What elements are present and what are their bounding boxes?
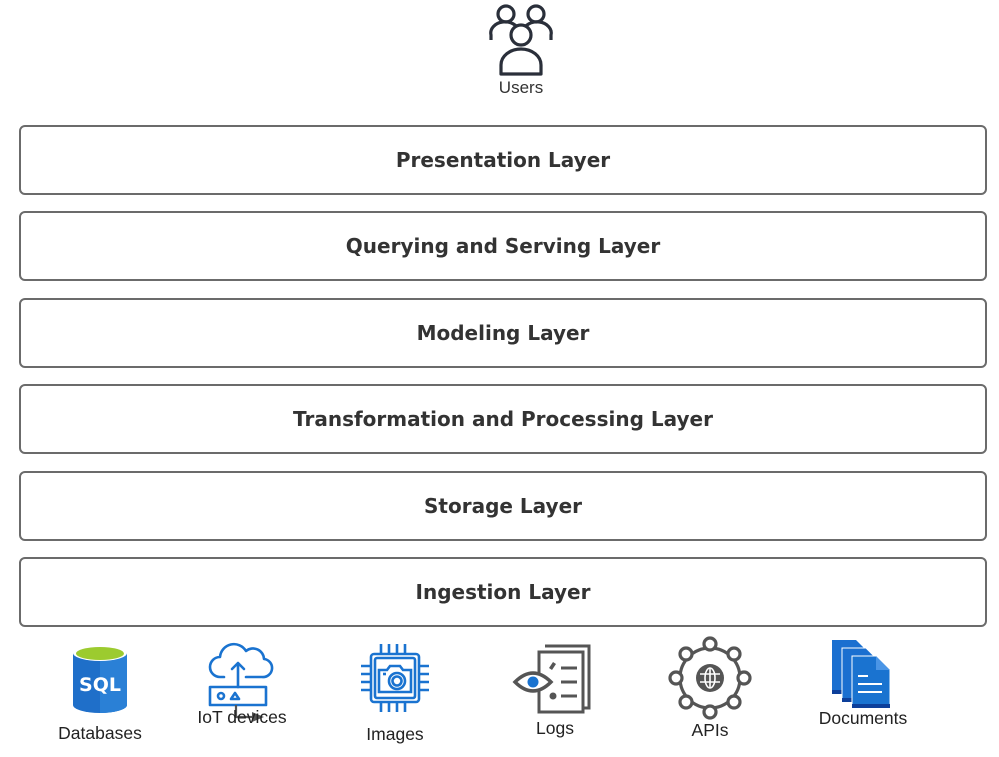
- source-label: APIs: [691, 720, 729, 740]
- source-iot-devices: IoT devices: [182, 641, 302, 728]
- source-logs: Logs: [505, 640, 605, 739]
- iot-cloud-upload-icon: [208, 642, 274, 722]
- source-apis: APIs: [665, 636, 755, 741]
- layer-label: Ingestion Layer: [415, 580, 591, 604]
- svg-text:SQL: SQL: [79, 674, 121, 696]
- source-label: Logs: [536, 718, 574, 738]
- layer-querying-serving: Querying and Serving Layer: [19, 211, 987, 281]
- layer-ingestion: Ingestion Layer: [19, 557, 987, 627]
- camera-chip-icon: [361, 644, 429, 712]
- layer-presentation: Presentation Layer: [19, 125, 987, 195]
- layer-label: Presentation Layer: [395, 148, 611, 172]
- users-icon: [489, 4, 553, 76]
- layer-modeling: Modeling Layer: [19, 298, 987, 368]
- layer-label: Querying and Serving Layer: [345, 234, 661, 258]
- layer-storage: Storage Layer: [19, 471, 987, 541]
- layer-transformation-processing: Transformation and Processing Layer: [19, 384, 987, 454]
- source-label: Databases: [58, 723, 142, 743]
- api-network-globe-icon: [668, 636, 752, 720]
- layer-label: Modeling Layer: [416, 321, 590, 345]
- source-label: Documents: [818, 708, 908, 728]
- layer-label: Storage Layer: [424, 494, 582, 518]
- users-node: Users: [470, 0, 572, 98]
- source-images: Images: [349, 640, 441, 745]
- sql-database-icon: SQL: [73, 645, 127, 713]
- log-review-icon: [512, 644, 591, 714]
- source-label: IoT devices: [197, 707, 287, 727]
- source-databases: SQL Databases: [45, 643, 155, 744]
- source-documents: Documents: [808, 638, 918, 729]
- documents-stack-icon: [832, 640, 891, 709]
- users-label: Users: [498, 78, 544, 97]
- source-label: Images: [366, 724, 424, 744]
- layer-label: Transformation and Processing Layer: [293, 407, 713, 431]
